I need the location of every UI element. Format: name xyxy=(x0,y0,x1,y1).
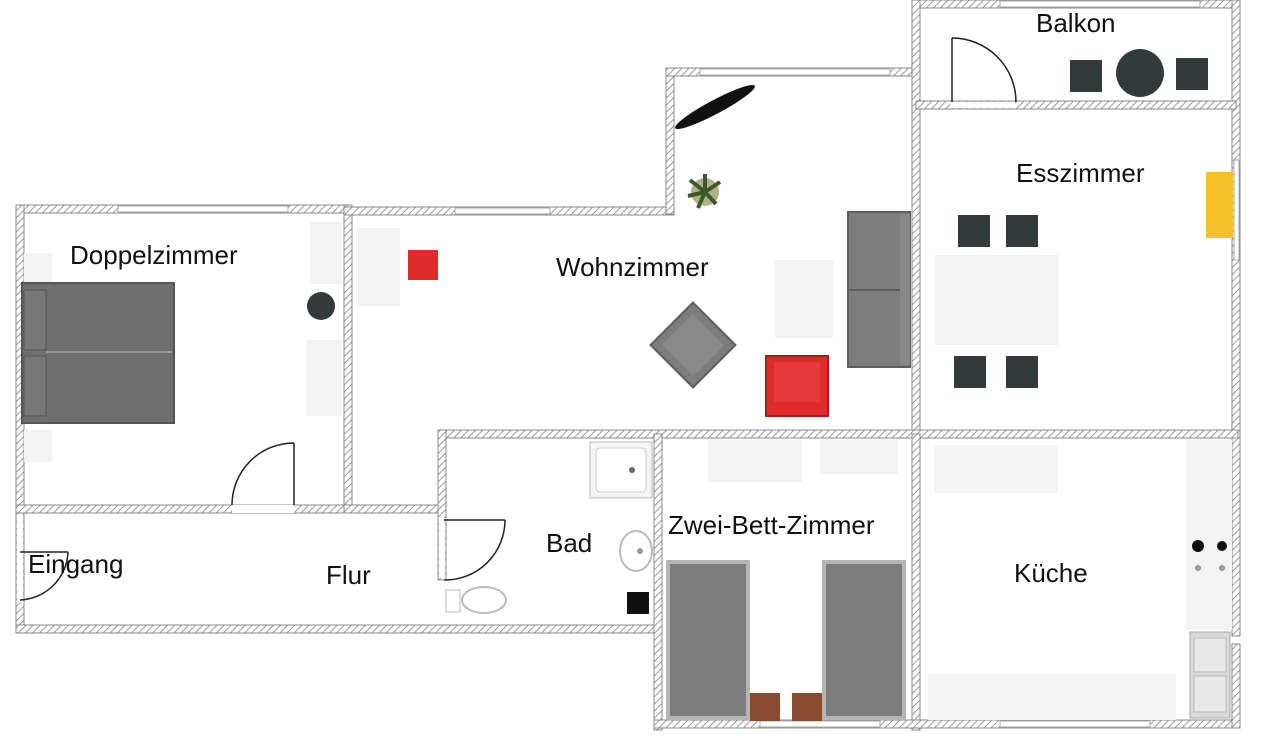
wall-right xyxy=(1231,0,1241,637)
nightstand xyxy=(792,693,822,721)
wall-balkon-bottom xyxy=(915,100,1237,110)
wall-bad-left xyxy=(437,429,447,581)
zwei-bett-furniture xyxy=(666,440,906,721)
balcony-chair xyxy=(1070,60,1102,92)
door-doppelzimmer xyxy=(231,442,295,506)
wall-zwei-right xyxy=(911,433,921,731)
yellow-cabinet xyxy=(1206,172,1233,238)
door-eingang xyxy=(19,551,69,601)
wall-right-lower xyxy=(1231,643,1241,729)
window xyxy=(117,205,289,213)
label-bad: Bad xyxy=(546,528,592,558)
kueche-furniture xyxy=(928,440,1232,720)
plant xyxy=(687,174,722,209)
window xyxy=(1233,159,1240,261)
nightstand xyxy=(750,693,780,721)
dining-chair xyxy=(958,215,990,247)
wall-bottom-left xyxy=(15,624,661,634)
wall-wohn-tower-left xyxy=(665,67,675,215)
nightstand xyxy=(24,430,52,462)
esszimmer-furniture xyxy=(935,172,1233,388)
wall-flur-right xyxy=(343,504,445,514)
windows xyxy=(117,0,1240,728)
pillow xyxy=(23,355,47,417)
wall-doppel-right xyxy=(343,204,353,512)
window xyxy=(999,0,1201,8)
sink xyxy=(619,530,653,572)
black-box xyxy=(627,592,649,614)
walls xyxy=(15,0,1241,731)
wall-bottom-right xyxy=(653,719,1241,729)
wardrobe xyxy=(310,222,342,284)
label-doppelzimmer: Doppelzimmer xyxy=(70,240,238,270)
doppelzimmer-furniture xyxy=(21,222,342,462)
chair xyxy=(307,292,335,320)
balcony-chair xyxy=(1176,58,1208,90)
stove xyxy=(1186,530,1232,578)
window xyxy=(699,68,891,76)
coffee-table xyxy=(775,260,833,338)
bad-furniture xyxy=(445,441,653,614)
counter xyxy=(928,674,1176,720)
door-balkon xyxy=(951,37,1017,103)
label-balkon: Balkon xyxy=(1036,8,1116,38)
single-bed xyxy=(822,560,906,720)
dining-table xyxy=(935,255,1059,345)
dining-chair xyxy=(1006,356,1038,388)
doors xyxy=(19,37,1017,601)
label-eingang: Eingang xyxy=(28,549,123,579)
wall-doppel-flur xyxy=(15,504,347,514)
label-zwei-bett-zimmer: Zwei-Bett-Zimmer xyxy=(668,510,875,540)
cabinet xyxy=(934,445,1058,493)
pillow xyxy=(23,289,47,351)
label-esszimmer: Esszimmer xyxy=(1016,158,1145,188)
label-flur: Flur xyxy=(326,560,371,590)
red-stool xyxy=(408,250,438,280)
wall-wohn-bottom xyxy=(437,429,1239,439)
shelf xyxy=(356,228,400,306)
toilet xyxy=(461,586,507,614)
label-kueche: Küche xyxy=(1014,558,1088,588)
label-wohnzimmer: Wohnzimmer xyxy=(556,252,709,282)
balcony-table xyxy=(1116,49,1164,97)
wall-bad-right xyxy=(653,433,663,731)
wardrobe xyxy=(820,440,898,474)
window xyxy=(454,207,551,215)
single-bed xyxy=(666,560,750,720)
window xyxy=(759,720,881,728)
wall-balkon-left xyxy=(911,0,921,441)
door-openings xyxy=(17,102,1015,602)
balkon-furniture xyxy=(1070,49,1208,97)
wohnzimmer-furniture xyxy=(356,84,911,417)
wardrobe xyxy=(708,440,802,482)
door-bad xyxy=(443,519,506,581)
ceiling-fan xyxy=(675,84,755,130)
window xyxy=(999,720,1151,728)
dining-chair xyxy=(954,356,986,388)
dining-chair xyxy=(1006,215,1038,247)
desk xyxy=(306,340,342,416)
